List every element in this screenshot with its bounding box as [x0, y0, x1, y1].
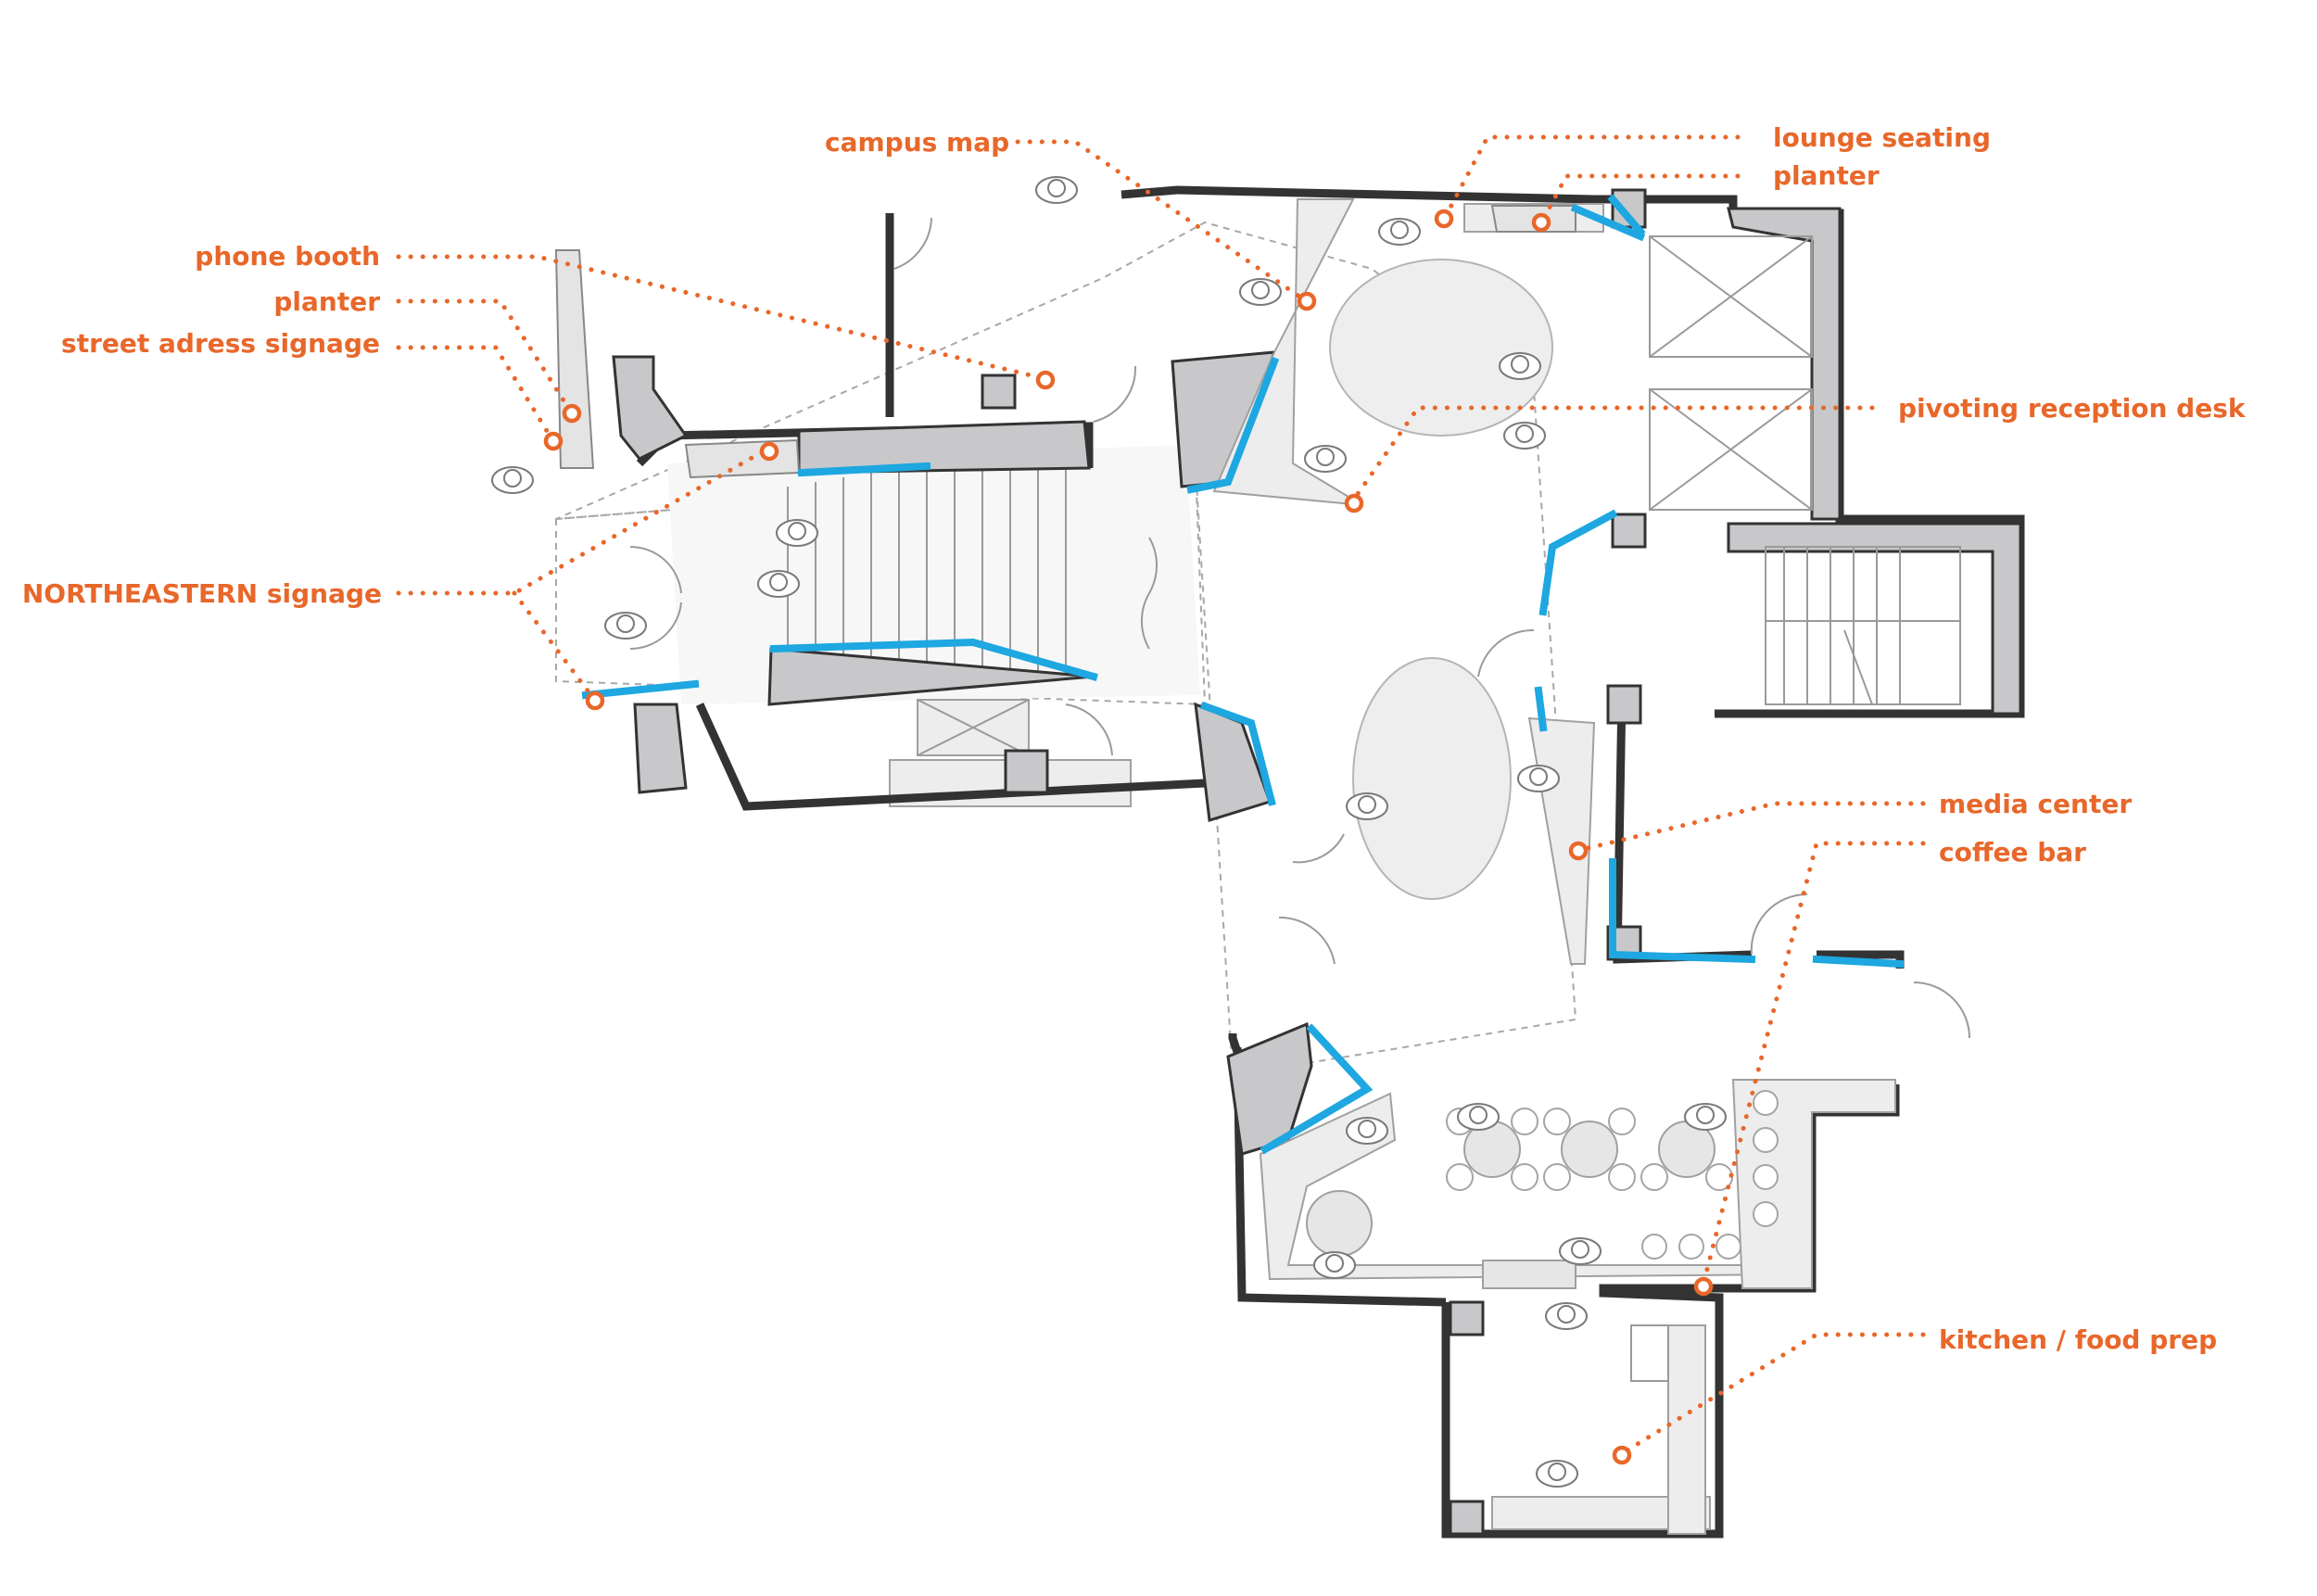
signage-strips [581, 194, 1905, 1155]
label-planter-left: planter [273, 286, 380, 317]
leader-lounge-seating [1443, 134, 1741, 219]
anchor-northeastern-a [759, 441, 779, 462]
anchor-planter-left [562, 403, 582, 424]
leader-kitchen [1621, 1332, 1926, 1455]
kitchen-zone [1491, 1324, 1711, 1535]
label-pivoting-reception-desk: pivoting reception desk [1898, 393, 2246, 424]
anchor-phone-booth [1035, 370, 1056, 390]
people [491, 176, 1727, 1488]
doors [629, 217, 1970, 1039]
cafe-tables [1306, 1090, 1779, 1260]
label-coffee-bar: coffee bar [1939, 837, 2086, 868]
label-media-center: media center [1939, 789, 2133, 819]
anchor-reception [1344, 493, 1364, 513]
label-kitchen-food-prep: kitchen / food prep [1939, 1324, 2218, 1355]
anchor-lounge-seating [1434, 209, 1454, 229]
leader-coffee-bar [1701, 841, 1926, 1286]
annotation-leaders [396, 134, 1926, 1455]
coffee-area [1259, 1079, 1896, 1289]
leader-street-address [396, 345, 554, 441]
label-lounge-seating: lounge seating [1773, 122, 1991, 153]
anchor-planter-right [1531, 212, 1551, 233]
anchor-northeastern-b [585, 690, 605, 711]
annotation-anchors [543, 209, 1714, 1465]
east-stair [1765, 546, 1961, 705]
leader-planter-left [396, 298, 573, 413]
label-street-address-signage: street adress signage [61, 328, 380, 359]
leader-northeastern-a [396, 447, 769, 596]
leader-media-center [1577, 801, 1926, 853]
leader-northeastern-b [512, 590, 596, 701]
label-northeastern-signage: NORTHEASTERN signage [21, 578, 382, 609]
label-phone-booth: phone booth [195, 241, 380, 272]
anchor-campus-map [1297, 291, 1317, 311]
anchor-media-center [1568, 841, 1589, 861]
leader-planter-right [1540, 173, 1741, 222]
elevators [1649, 235, 1813, 511]
left-wing-floor [667, 445, 1200, 807]
anchor-kitchen [1612, 1445, 1632, 1465]
label-planter-right: planter [1773, 160, 1880, 191]
anchor-street-address [543, 431, 563, 451]
leader-phone-booth [396, 254, 1045, 381]
leader-campus-map [1003, 139, 1305, 301]
anchor-coffee-bar [1693, 1276, 1714, 1297]
label-campus-map: campus map [825, 127, 1010, 158]
